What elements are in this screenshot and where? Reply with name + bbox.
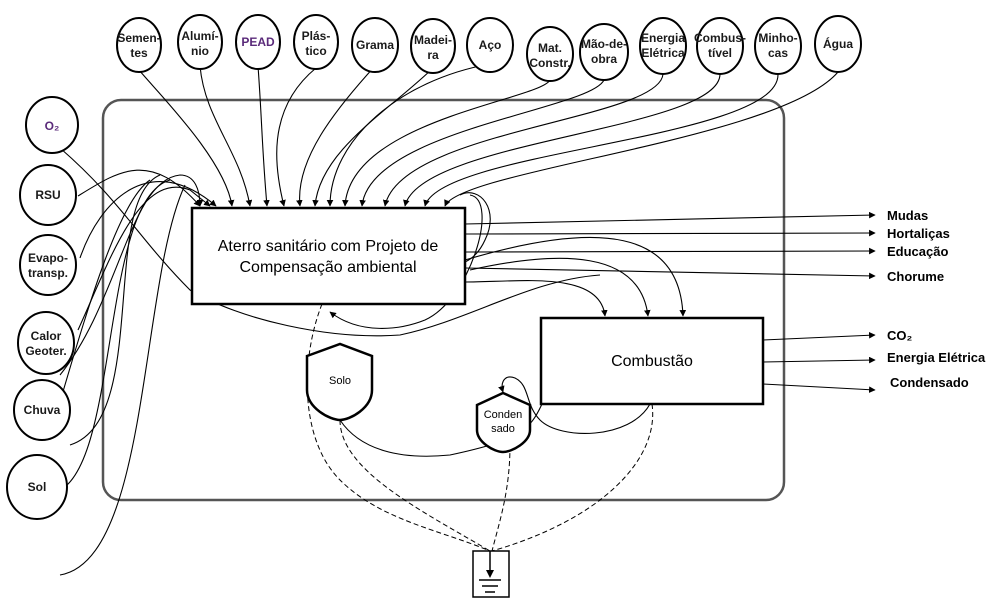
source-minhocas [754, 17, 802, 75]
source-rsu-label: RSU [35, 188, 60, 202]
source-sementes-label-1: Semen- [117, 31, 160, 45]
source-sol-label: Sol [28, 480, 47, 494]
source-rsu [19, 164, 77, 226]
source-aco [466, 17, 514, 73]
source-plastico-label-2: tico [305, 44, 326, 58]
source-aluminio [177, 14, 223, 70]
combustion-label: Combustão [611, 353, 693, 370]
storage-condensado-label-2: sado [491, 423, 515, 435]
source-energia [639, 17, 687, 75]
source-minhocas-label-1: Minho- [758, 31, 797, 45]
source-agua [814, 15, 862, 73]
source-matconstr-label-1: Mat. [538, 41, 562, 55]
output-energia-eletrica: Energia Elétrica [887, 350, 986, 365]
source-madeira-label-2: ra [427, 48, 439, 62]
heat-sink-icon [472, 550, 510, 598]
storage-solo-label: Solo [329, 375, 351, 387]
top-input-flows [138, 63, 839, 207]
left-input-flows [55, 147, 601, 576]
top-sources: Semen- tes Alumí- nio PEAD Plás- tico Gr… [116, 14, 862, 82]
source-energia-label-1: Energia [641, 31, 685, 45]
source-sementes [116, 17, 162, 73]
source-pead [235, 14, 281, 70]
source-combustivel-label-2: tível [708, 46, 732, 60]
main-process-label-1: Aterro sanitário com Projeto de [218, 238, 439, 255]
source-plastico [293, 14, 339, 70]
source-combustivel [696, 17, 744, 75]
source-chuva [13, 379, 71, 441]
source-aco-label: Aço [479, 38, 502, 52]
main-process-label-2: Compensação ambiental [240, 259, 417, 276]
source-matconstr-label-2: Constr. [529, 56, 570, 70]
source-matconstr [526, 26, 574, 82]
source-evapotransp [19, 234, 77, 296]
storage-condensado-label-1: Conden [484, 409, 523, 421]
source-energia-label-2: Elétrica [641, 46, 685, 60]
source-o2 [25, 96, 79, 154]
combustion-box [539, 316, 765, 406]
combustion-to-condensado-flow [498, 376, 651, 434]
source-aluminio-label-1: Alumí- [181, 29, 218, 43]
source-aluminio-label-2: nio [191, 44, 209, 58]
source-sol [6, 454, 68, 520]
source-madeira [410, 18, 456, 74]
source-maodeobra-label-1: Mão-de- [581, 37, 627, 51]
main-output-arrows [464, 211, 876, 280]
main-process-box [190, 206, 467, 306]
storage-condensado [475, 391, 532, 454]
left-sources: O₂ RSU Evapo- transp. Calor Geoter. Chuv… [6, 96, 79, 520]
main-to-combustion-flows [464, 236, 687, 317]
source-maodeobra [579, 23, 629, 81]
output-hortalicas: Hortaliças [887, 226, 950, 241]
source-calorgeoter [17, 311, 75, 375]
output-co2: CO₂ [887, 328, 913, 343]
output-chorume: Chorume [887, 269, 944, 284]
source-combustivel-label-1: Combus- [694, 31, 746, 45]
source-plastico-label-1: Plás- [302, 29, 331, 43]
source-evapotransp-label-2: transp. [28, 266, 68, 280]
output-condensado: Condensado [890, 375, 969, 390]
source-agua-label: Água [823, 36, 853, 51]
source-evapotransp-label-1: Evapo- [28, 251, 68, 265]
source-calorgeoter-label-1: Calor [31, 329, 62, 343]
source-o2-label: O₂ [45, 119, 60, 133]
source-minhocas-label-2: cas [768, 46, 788, 60]
output-mudas: Mudas [887, 208, 928, 223]
source-sementes-label-2: tes [130, 46, 148, 60]
combustion-output-arrows [762, 331, 876, 393]
source-madeira-label-1: Madei- [414, 33, 452, 47]
output-educacao: Educação [887, 244, 948, 259]
source-chuva-label: Chuva [24, 403, 61, 417]
storage-solo [305, 342, 374, 422]
source-grama [351, 17, 399, 73]
source-maodeobra-label-2: obra [591, 52, 617, 66]
source-pead-label: PEAD [241, 35, 275, 49]
source-calorgeoter-label-2: Geoter. [25, 344, 66, 358]
source-grama-label: Grama [356, 38, 394, 52]
